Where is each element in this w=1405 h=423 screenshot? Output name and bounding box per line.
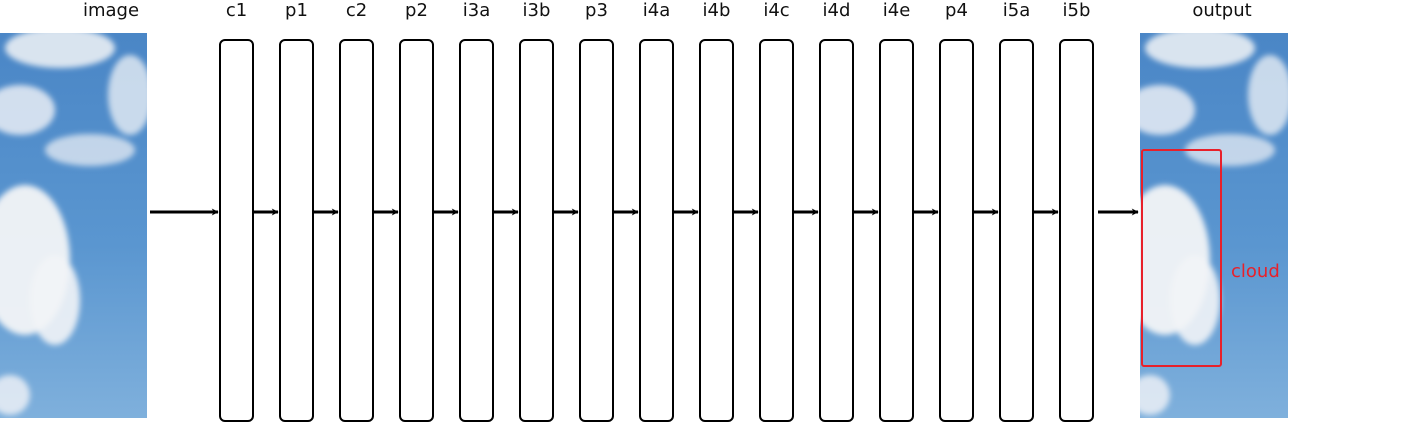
- layer-label-i4a: i4a: [643, 0, 670, 21]
- layer-box-i4b: [699, 39, 734, 422]
- layer-box-i4d: [819, 39, 854, 422]
- input-label: image: [83, 0, 139, 21]
- layer-label-i3b: i3b: [523, 0, 551, 21]
- input-sky-image: [0, 33, 147, 418]
- layer-box-p3: [579, 39, 614, 422]
- layer-box-p2: [399, 39, 434, 422]
- detection-box: [1141, 149, 1222, 367]
- layer-box-c2: [339, 39, 374, 422]
- layer-label-p4: p4: [945, 0, 968, 21]
- layer-label-i4b: i4b: [703, 0, 731, 21]
- layer-box-i4e: [879, 39, 914, 422]
- layer-label-c1: c1: [226, 0, 247, 21]
- layer-box-p1: [279, 39, 314, 422]
- layer-box-c1: [219, 39, 254, 422]
- output-sky-image: [1140, 33, 1288, 418]
- layer-label-i5a: i5a: [1003, 0, 1030, 21]
- layer-label-i4e: i4e: [883, 0, 911, 21]
- layer-box-i3a: [459, 39, 494, 422]
- layer-label-p3: p3: [585, 0, 608, 21]
- layer-label-i5b: i5b: [1063, 0, 1091, 21]
- layer-stack: c1 p1 c2 p2 i3a i3b p3 i4a i4b i4c i4d i4e p4 i5a i5b: [219, 0, 1094, 422]
- layer-box-p4: [939, 39, 974, 422]
- layer-box-i5b: [1059, 39, 1094, 422]
- layer-box-i4c: [759, 39, 794, 422]
- output-label: output: [1192, 0, 1251, 21]
- layer-label-c2: c2: [346, 0, 367, 21]
- detection-label: cloud: [1231, 261, 1280, 282]
- layer-box-i5a: [999, 39, 1034, 422]
- layer-label-i3a: i3a: [463, 0, 490, 21]
- layer-box-i3b: [519, 39, 554, 422]
- layer-label-i4d: i4d: [823, 0, 851, 21]
- layer-label-p2: p2: [405, 0, 428, 21]
- layer-label-i4c: i4c: [763, 0, 789, 21]
- layer-box-i4a: [639, 39, 674, 422]
- layer-label-p1: p1: [285, 0, 308, 21]
